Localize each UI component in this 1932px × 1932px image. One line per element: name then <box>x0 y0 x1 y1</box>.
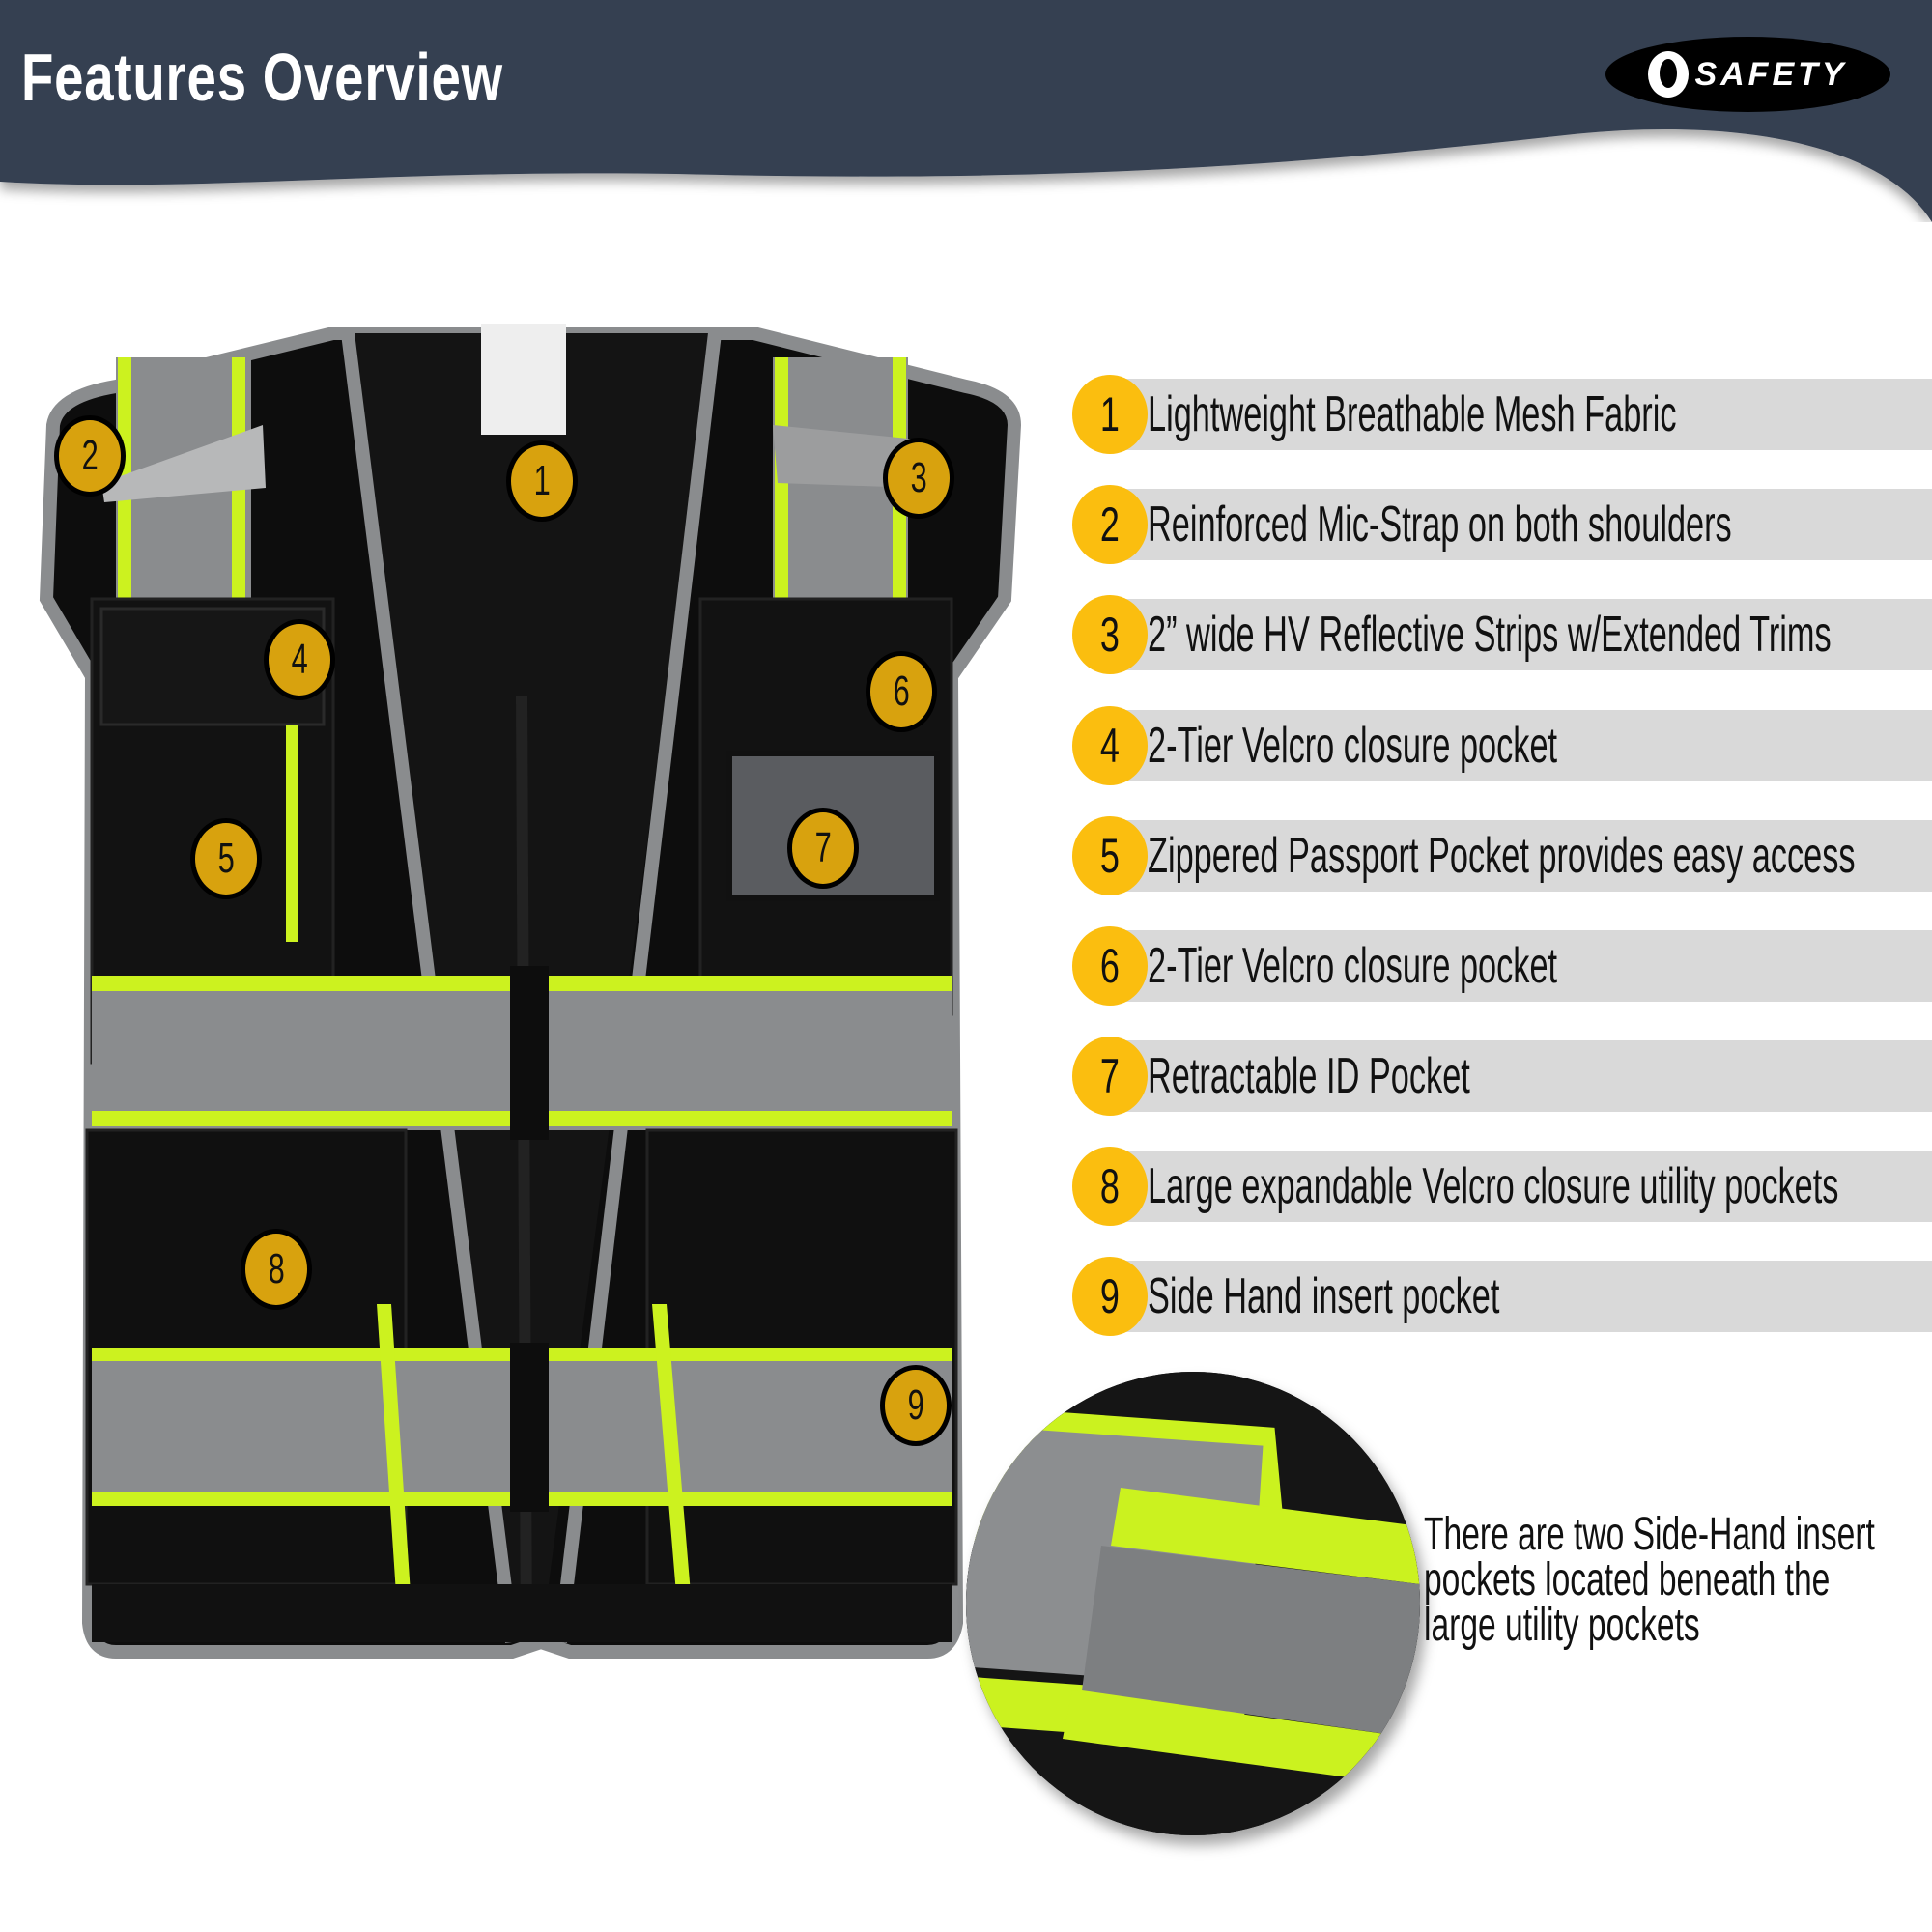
feature-item-2: 2 Reinforced Mic-Strap on both shoulders <box>1072 485 1932 564</box>
vest-marker-4: 4 <box>264 619 335 700</box>
feature-item-1: 1 Lightweight Breathable Mesh Fabric <box>1072 375 1932 454</box>
side-pocket-caption: There are two Side-Hand insert pockets l… <box>1424 1509 1932 1651</box>
feature-text: Large expandable Velcro closure utility … <box>1148 1158 1839 1214</box>
feature-bar <box>1111 710 1932 781</box>
feature-item-3: 3 2” wide HV Reflective Strips w/Extende… <box>1072 595 1932 674</box>
feature-number-badge: 3 <box>1072 595 1148 674</box>
feature-number-badge: 7 <box>1072 1037 1148 1116</box>
vest-marker-7: 7 <box>787 808 859 889</box>
feature-text: 2” wide HV Reflective Strips w/Extended … <box>1148 607 1832 663</box>
feature-item-9: 9 Side Hand insert pocket <box>1072 1257 1932 1336</box>
feature-number-badge: 4 <box>1072 706 1148 785</box>
feature-text: 2-Tier Velcro closure pocket <box>1148 718 1558 774</box>
feature-text: Side Hand insert pocket <box>1148 1268 1500 1324</box>
feature-bar <box>1111 599 1932 670</box>
feature-bar <box>1111 930 1932 1002</box>
side-pocket-detail-image <box>966 1372 1420 1835</box>
feature-bar <box>1111 820 1932 892</box>
logo-text: SAFETY <box>1694 55 1848 93</box>
feature-number-badge: 6 <box>1072 926 1148 1006</box>
feature-number-badge: 5 <box>1072 816 1148 895</box>
feature-bar <box>1111 1151 1932 1222</box>
feature-text: Retractable ID Pocket <box>1148 1048 1470 1104</box>
feature-item-8: 8 Large expandable Velcro closure utilit… <box>1072 1147 1932 1226</box>
vest-marker-6: 6 <box>866 651 937 732</box>
feature-text: Reinforced Mic-Strap on both shoulders <box>1148 497 1732 553</box>
feature-item-6: 6 2-Tier Velcro closure pocket <box>1072 926 1932 1006</box>
feature-text: Zippered Passport Pocket provides easy a… <box>1148 828 1856 884</box>
feature-number-badge: 9 <box>1072 1257 1148 1336</box>
feature-number-badge: 2 <box>1072 485 1148 564</box>
vest-drawing <box>39 324 1022 1659</box>
feature-item-7: 7 Retractable ID Pocket <box>1072 1037 1932 1116</box>
feature-number-badge: 1 <box>1072 375 1148 454</box>
logo-mark-icon <box>1648 51 1690 98</box>
header-wave-shape <box>0 0 1932 222</box>
feature-bar <box>1111 1261 1932 1332</box>
feature-item-5: 5 Zippered Passport Pocket provides easy… <box>1072 816 1932 895</box>
side-pocket-closeup <box>966 1372 1420 1835</box>
feature-bar <box>1111 379 1932 450</box>
brand-logo: SAFETY <box>1605 37 1890 112</box>
caption-line: pockets located beneath the <box>1424 1554 1831 1605</box>
header-banner: Features Overview SAFETY <box>0 0 1932 222</box>
vest-marker-8: 8 <box>241 1229 312 1310</box>
caption-line: There are two Side-Hand insert <box>1424 1509 1875 1560</box>
feature-number-badge: 8 <box>1072 1147 1148 1226</box>
feature-bar <box>1111 489 1932 560</box>
caption-line: large utility pockets <box>1424 1600 1700 1651</box>
vest-marker-9: 9 <box>880 1365 952 1446</box>
vest-marker-3: 3 <box>883 438 954 519</box>
feature-item-4: 4 2-Tier Velcro closure pocket <box>1072 706 1932 785</box>
vest-marker-1: 1 <box>506 440 578 522</box>
vest-illustration: 1 2 3 4 5 6 7 8 9 <box>0 0 1063 1739</box>
page-title: Features Overview <box>21 40 503 115</box>
vest-marker-5: 5 <box>190 818 262 899</box>
vest-marker-2: 2 <box>54 415 126 497</box>
feature-text: Lightweight Breathable Mesh Fabric <box>1148 386 1677 442</box>
feature-bar <box>1111 1040 1932 1112</box>
feature-text: 2-Tier Velcro closure pocket <box>1148 938 1558 994</box>
